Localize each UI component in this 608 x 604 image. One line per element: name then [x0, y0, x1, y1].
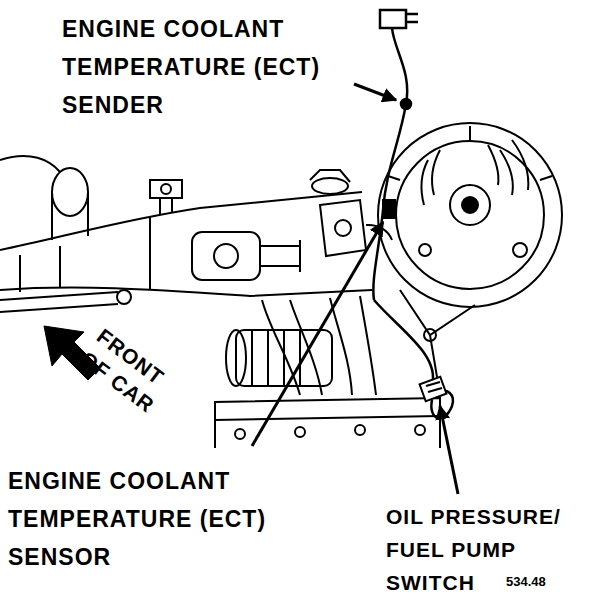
distributor — [0, 156, 182, 240]
wire-harness — [373, 10, 453, 418]
distributor — [52, 168, 88, 216]
oil-pressure-switch — [426, 382, 442, 392]
intake-manifold — [0, 288, 372, 296]
alternator — [378, 123, 562, 395]
leader-arrows — [252, 222, 383, 446]
intake-manifold — [0, 192, 362, 250]
wire-harness — [380, 10, 406, 28]
intake-manifold — [20, 216, 150, 292]
alternator — [512, 140, 528, 190]
exhaust-manifold — [290, 300, 322, 395]
alternator — [462, 197, 478, 213]
thermostat-housing — [335, 220, 351, 236]
part-label: ENGINE COOLANT TEMPERATURE (ECT) SENSOR — [8, 462, 308, 576]
distributor — [161, 184, 171, 194]
alternator — [500, 150, 513, 195]
direction-label: FRONT OF CAR — [74, 323, 196, 434]
wire-harness — [406, 14, 418, 22]
part-label: OIL PRESSURE/ FUEL PUMP SWITCH — [386, 500, 598, 599]
alternator — [419, 244, 431, 256]
alternator — [396, 141, 544, 289]
alternator — [421, 160, 428, 205]
engine-block — [355, 425, 365, 435]
ect-sensor — [383, 200, 395, 218]
engine-block — [415, 425, 425, 435]
air-pump — [312, 178, 348, 194]
oil-pressure-switch — [420, 377, 447, 401]
intake-manifold — [0, 192, 372, 312]
exhaust-manifold — [330, 298, 352, 395]
intake-manifold — [0, 304, 118, 312]
alternator — [450, 185, 490, 225]
engine-block — [295, 427, 305, 437]
wire-harness — [373, 28, 407, 300]
engine-block — [215, 398, 440, 448]
distributor — [52, 192, 88, 240]
alternator — [424, 329, 436, 341]
alternator — [388, 126, 552, 180]
intake-manifold — [117, 290, 131, 304]
intake-manifold — [0, 292, 118, 300]
leader-arrows — [440, 406, 458, 494]
air-pump — [299, 240, 301, 272]
distributor — [0, 156, 60, 172]
alternator — [432, 150, 440, 195]
thermostat-housing — [320, 200, 366, 256]
alternator — [400, 290, 475, 335]
part-label: ENGINE COOLANT TEMPERATURE (ECT) SENDER — [62, 10, 362, 124]
ect-sensor — [383, 200, 395, 218]
wire-harness — [374, 300, 433, 385]
alternator — [488, 145, 499, 185]
air-pump — [192, 232, 260, 280]
distributor — [150, 180, 182, 198]
engine-block — [235, 429, 245, 439]
oil-pressure-switch — [420, 377, 447, 401]
starter-motor — [226, 330, 246, 386]
wire-harness — [401, 99, 411, 109]
leader-arrows — [354, 84, 396, 100]
air-pump — [192, 170, 350, 280]
exhaust-manifold — [360, 296, 376, 395]
alternator — [513, 243, 527, 257]
leader-arrows — [252, 84, 458, 494]
figure-number: 534.48 — [506, 574, 576, 590]
exhaust-manifold — [262, 296, 376, 395]
engine-block — [215, 416, 440, 420]
air-pump — [260, 246, 300, 266]
alternator — [378, 123, 562, 307]
engine-block — [215, 398, 440, 448]
starter-motor — [236, 330, 332, 386]
air-pump — [214, 244, 238, 268]
distributor — [160, 198, 172, 214]
